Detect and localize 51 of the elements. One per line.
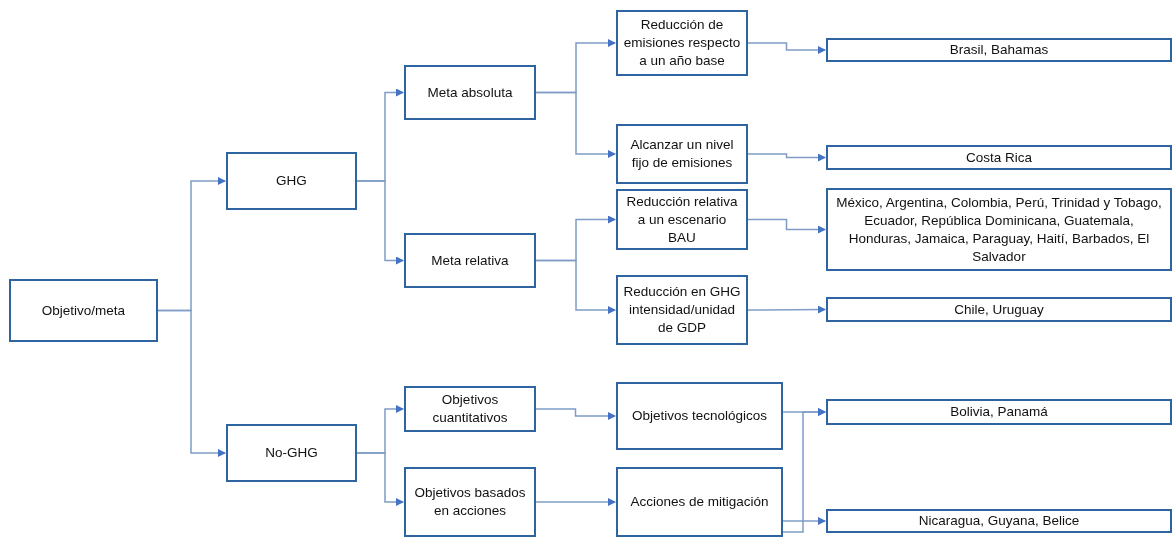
- process-box: [826, 399, 1172, 425]
- box-label: México, Argentina, Colombia, Perú, Trinidad y Tobago, Ecuador, República Dominicana, Guatemala, Honduras, Jamaica, Paraguay, Haití, Barbados, El Salvador: [835, 193, 1163, 266]
- process-box: [826, 145, 1172, 170]
- box-label: Objetivo/meta: [41, 301, 126, 320]
- box-label: Objetivos tecnológicos: [631, 407, 768, 425]
- process-box: [616, 124, 748, 184]
- box-label: Meta relativa: [431, 251, 509, 270]
- process-box: [9, 279, 158, 342]
- arrow: [747, 305, 826, 314]
- box-label: Reducción de emisiones respecto a un año base: [622, 16, 742, 70]
- process-box: [616, 189, 748, 250]
- process-box: [404, 386, 536, 432]
- box-label: Acciones de mitigación: [630, 493, 769, 511]
- box-label: Bolivia, Panamá: [950, 403, 1048, 421]
- arrow: [747, 218, 826, 234]
- arrow: [535, 259, 616, 314]
- box-label: Costa Rica: [966, 148, 1032, 167]
- process-box: [616, 467, 783, 537]
- process-box: [616, 10, 748, 76]
- process-box: [404, 65, 536, 120]
- process-box: [226, 424, 357, 482]
- arrow: [747, 42, 826, 54]
- box-label: Objetivos basados en acciones: [413, 484, 527, 520]
- process-box: [404, 467, 536, 537]
- box-label: Nicaragua, Guyana, Belice: [918, 512, 1080, 530]
- process-box: [826, 38, 1172, 62]
- arrow: [535, 498, 616, 506]
- box-label: Reducción en GHG intensidad/unidad de GDP: [622, 283, 742, 337]
- box-label: Brasil, Bahamas: [949, 41, 1049, 59]
- box-label: No-GHG: [265, 444, 318, 462]
- process-box: [226, 152, 357, 210]
- process-box: [616, 275, 748, 345]
- process-box: [826, 297, 1172, 322]
- arrow: [157, 309, 226, 457]
- box-label: Meta absoluta: [427, 83, 513, 102]
- box-label: Objetivos cuantitativos: [431, 391, 509, 427]
- process-box: [826, 509, 1172, 533]
- arrow: [782, 408, 826, 533]
- arrow: [535, 91, 616, 158]
- box-label: GHG: [276, 172, 307, 190]
- arrow: [782, 517, 826, 525]
- arrow: [747, 153, 826, 162]
- box-label: Alcanzar un nivel fijo de emisiones: [629, 136, 735, 172]
- box-label: Reducción relativa a un escenario BAU: [625, 192, 739, 247]
- box-label: Chile, Uruguay: [954, 300, 1044, 319]
- process-box: [616, 382, 783, 450]
- process-box: [826, 188, 1172, 271]
- arrow: [535, 408, 616, 420]
- arrow: [356, 180, 404, 265]
- process-box: [404, 233, 536, 288]
- arrow: [356, 452, 404, 506]
